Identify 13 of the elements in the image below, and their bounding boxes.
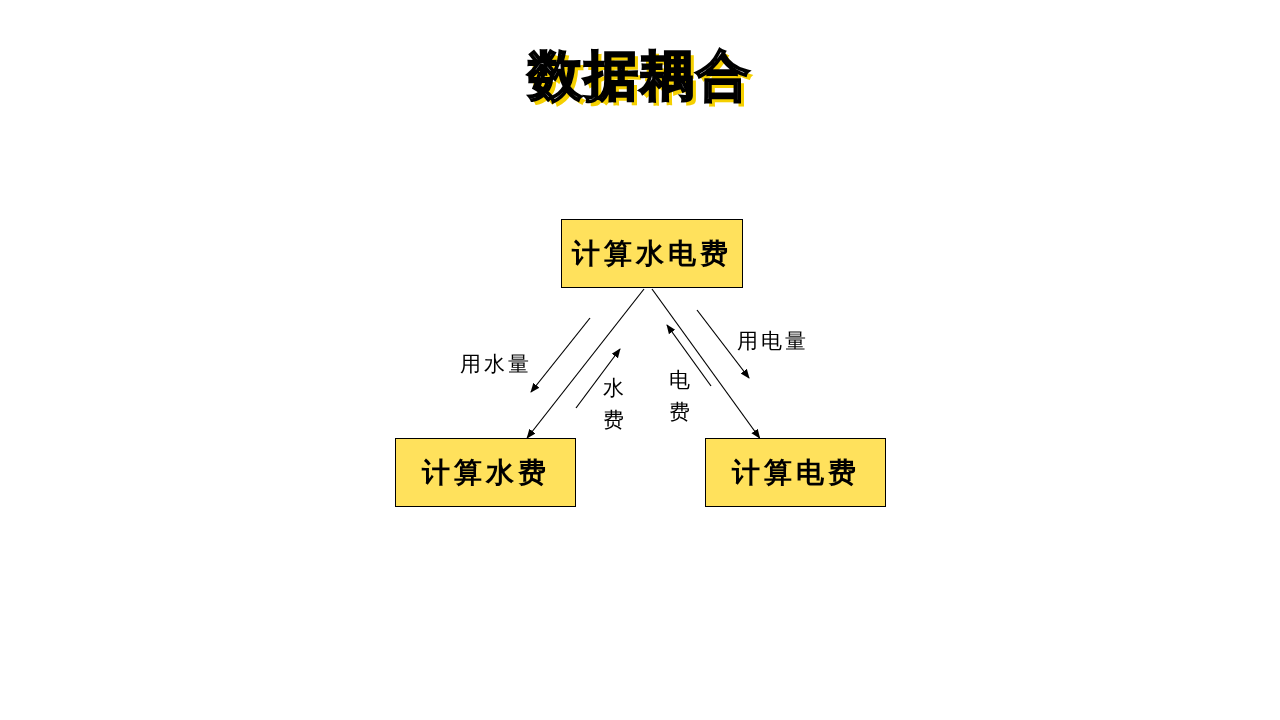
node-text: 计算水电费 [572,235,732,272]
process-box [561,219,743,288]
arrow [526,288,645,439]
process-box [705,438,886,507]
process-box [395,438,576,507]
flow-label: 电费 [669,367,691,426]
arrow [651,288,761,439]
node-text: 计算电费 [731,454,860,491]
flow-label: 水费 [603,375,625,434]
title: 数据耦合 [528,44,752,107]
flow-label: 用电量 [737,328,809,355]
node-text: 计算水费 [421,454,550,491]
flow-label: 用水量 [460,351,532,378]
